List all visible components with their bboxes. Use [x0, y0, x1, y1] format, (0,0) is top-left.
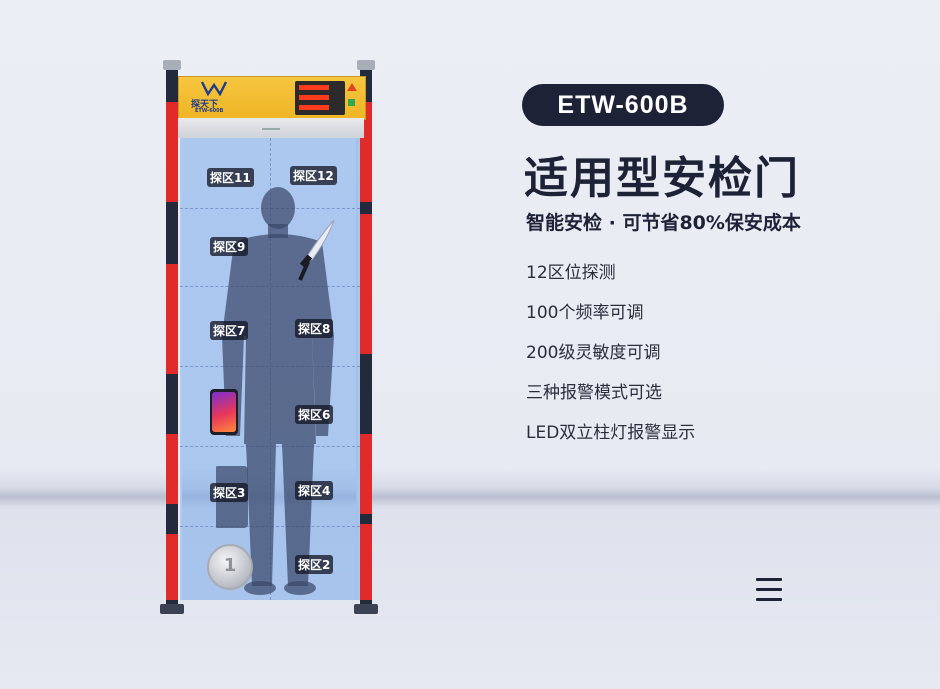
- pillar-cap-left: [163, 60, 181, 70]
- zone-label-7: 探区7: [210, 321, 249, 340]
- zone-label-6: 探区6: [295, 405, 334, 424]
- brand-model-small: ETW-600B: [195, 108, 224, 114]
- coin-icon: 1: [207, 544, 253, 590]
- product-headline: 适用型安检门: [524, 153, 800, 204]
- warning-icon: [347, 83, 357, 91]
- feature-item: 三种报警模式可选: [526, 383, 662, 403]
- zone-label-4: 探区4: [295, 481, 334, 500]
- zone-label-2: 探区2: [295, 555, 334, 574]
- led-display: [295, 81, 345, 115]
- product-tagline: 智能安检 · 可节省80%保安成本: [526, 212, 801, 234]
- zone-label-11: 探区11: [207, 168, 254, 187]
- zone-label-9: 探区9: [210, 237, 249, 256]
- knife-icon: [298, 219, 335, 281]
- feature-item: 100个频率可调: [526, 303, 644, 323]
- model-badge: ETW-600B: [522, 84, 724, 126]
- security-gate-illustration: 探天下 ETW-600B: [160, 58, 380, 618]
- feature-list: 12区位探测 100个频率可调 200级灵敏度可调 三种报警模式可选 LED双立…: [526, 258, 695, 458]
- menu-icon[interactable]: [756, 576, 784, 604]
- pillar-foot-left: [160, 604, 184, 614]
- phone-icon: [210, 389, 238, 435]
- gate-control-panel: 探天下 ETW-600B: [178, 76, 366, 120]
- pillar-foot-right: [354, 604, 378, 614]
- zone-label-12: 探区12: [290, 166, 337, 185]
- floor-reflection: [0, 488, 940, 506]
- gate-pillar-right: [360, 64, 372, 610]
- brand-logo-text: 探天下: [191, 100, 219, 110]
- pillar-cap-right: [357, 60, 375, 70]
- feature-item: 12区位探测: [526, 263, 616, 283]
- brand-logo-icon: [201, 81, 227, 96]
- zone-label-3: 探区3: [210, 483, 249, 502]
- feature-item: 200级灵敏度可调: [526, 343, 661, 363]
- feature-item: LED双立柱灯报警显示: [526, 423, 696, 443]
- gate-side-panel-left: [174, 80, 182, 600]
- gate-pillar-left: [166, 64, 178, 610]
- coin-value: 1: [223, 555, 237, 576]
- zone-label-8: 探区8: [295, 319, 334, 338]
- gate-sensor-slot: [262, 128, 280, 130]
- power-led-icon: [348, 99, 355, 106]
